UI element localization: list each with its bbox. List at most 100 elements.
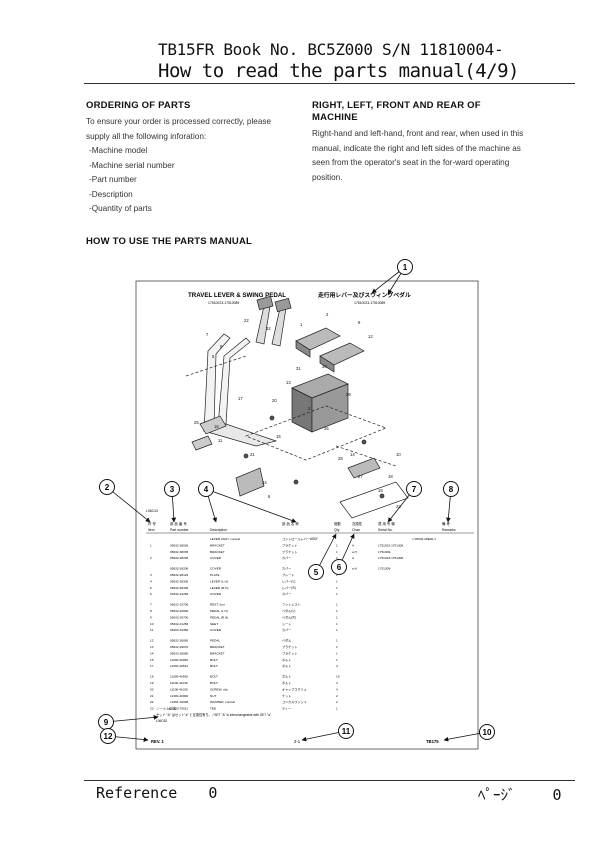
part-label: 1 xyxy=(300,322,303,327)
sample-cell-item: 8 xyxy=(150,609,152,613)
sample-col-en: Chan xyxy=(352,528,360,532)
sample-cell-qty: 1 xyxy=(336,592,338,596)
sample-cell-item: 11 xyxy=(150,628,153,632)
part-label: 30 xyxy=(322,364,327,369)
sample-cell-serial: 1751023-1751308 xyxy=(378,556,403,560)
sample-cell-qty: 1 xyxy=(336,609,338,613)
callout-10: 10 xyxy=(443,724,495,742)
part-label: 19 xyxy=(378,488,383,493)
part-label: 32 xyxy=(266,326,271,331)
footer-reference-label: Reference xyxy=(96,784,178,802)
sample-col-en: Serial No. xyxy=(378,528,393,532)
sample-cell-desc: BOLT xyxy=(210,675,218,679)
footer-reference-value: 0 xyxy=(208,784,218,802)
sample-title: TRAVEL LEVER & SWING PEDAL xyxy=(188,292,286,299)
callout-8: 8 xyxy=(443,481,459,523)
sample-cell-part: 03332-24266 xyxy=(170,592,189,596)
sample-cell-item: 13 xyxy=(150,645,154,649)
callout-number: 11 xyxy=(342,727,351,736)
orientation-body: Right-hand and left-hand, front and rear… xyxy=(312,129,524,182)
part-label: 9 xyxy=(358,320,361,325)
callout-2: 2 xyxy=(99,479,151,523)
sample-cell-desc: BRACKET xyxy=(210,550,225,554)
sample-cell-qty: 2 xyxy=(336,573,338,577)
sample-cell-qty: 19 xyxy=(336,675,340,679)
part-label: 11 xyxy=(218,438,223,443)
callout-circle xyxy=(164,481,180,497)
sample-cell-qty: 1 xyxy=(336,628,338,632)
exploded-view-illustration xyxy=(185,295,409,519)
ordering-item-quantity: -Quantity of parts xyxy=(89,204,152,213)
sample-code: TB175 xyxy=(426,739,439,744)
sample-col-jp: 適 用 号 機 xyxy=(378,521,395,526)
sample-col-jp: 個数 xyxy=(334,521,341,526)
sample-cell-serial: 1751309- xyxy=(378,567,391,571)
callout-leader-arrow xyxy=(105,715,159,723)
part-label: 10 xyxy=(396,452,401,457)
sample-cell-part: 12251-10006 xyxy=(170,700,189,704)
ordering-item-model: -Machine model xyxy=(89,146,148,155)
sample-cell-jp: ペダル(R) xyxy=(282,614,296,619)
sample-cell-jp: ボルト xyxy=(282,680,291,685)
sample-cell-item: 1 xyxy=(150,543,152,547)
sample-cell-desc: NUT xyxy=(210,694,216,698)
sample-cell-desc: LEVER (R.H) xyxy=(210,586,228,590)
footer-reference: Reference 0 xyxy=(96,784,217,802)
sample-cell-qty: 4 xyxy=(336,681,338,685)
sample-cell-item: 5 xyxy=(150,586,152,590)
sample-col-en: Qty. xyxy=(334,528,340,532)
sample-cell-jp: カバー xyxy=(282,555,291,560)
sample-cell-serial: 1751309- xyxy=(378,550,391,554)
sample-cell-part: 15123-70011 xyxy=(170,707,188,711)
sample-cell-serial: 1751023-1751308 xyxy=(378,543,403,547)
sample-cell-item: 2 xyxy=(150,556,152,560)
sample-cell-item: 19 xyxy=(150,681,154,685)
sample-col-en: Part number xyxy=(170,528,190,532)
sample-subtitle-jp: 17510023-17510089 xyxy=(354,301,385,305)
callout-circle xyxy=(308,564,324,580)
sample-cell-desc: PEDAL xyxy=(210,639,220,643)
sample-cell-desc: SCREW, clip xyxy=(210,687,228,691)
callout-number: 3 xyxy=(170,485,175,494)
sample-cell-desc: COVER xyxy=(210,628,222,632)
sample-cell-part: 05332-41256 xyxy=(170,622,189,626)
sample-cell-jp: カバー xyxy=(282,591,291,596)
sample-cell-chan: a,H xyxy=(352,567,357,571)
callout-circle xyxy=(331,559,347,575)
sample-cell-item: 6 xyxy=(150,592,152,596)
sample-cell-jp: コニカルワッシャ xyxy=(282,699,307,704)
sample-cell-part: 11000-40930 xyxy=(170,675,188,679)
sample-col-jp: 部 品 番 号 xyxy=(170,521,187,526)
ordering-item-part-number: -Part number xyxy=(89,175,137,184)
sample-cell-desc: BOLT xyxy=(210,658,218,662)
sample-cell-qty: 2 xyxy=(336,556,338,560)
sample-page-frame xyxy=(135,280,479,750)
sample-cell-item: 9 xyxy=(150,615,152,619)
sample-note-code: L06C62 xyxy=(156,719,167,723)
sample-note-text: セット "A" はセット"a" と互換性有り。 / SET "A" is int… xyxy=(156,712,272,717)
sample-cell-qty: 1 xyxy=(336,639,338,643)
sample-col-en: Remarks xyxy=(442,528,456,532)
sample-cell-jp: コントロールレバーASSY xyxy=(282,537,318,541)
sample-cell-chan: A xyxy=(352,556,355,560)
part-label: 16 xyxy=(214,424,219,429)
callout-circle xyxy=(397,259,413,275)
sample-cell-part: 11100-41016 xyxy=(170,681,188,685)
sample-cell-jp: カバー xyxy=(282,627,291,632)
callout-12: 12 xyxy=(100,728,149,744)
part-label: 6 xyxy=(268,494,271,499)
part-label: 14 xyxy=(350,452,355,457)
orientation-title: RIGHT, LEFT, FRONT AND REAR OF MACHINE xyxy=(312,100,481,123)
sample-cell-qty: 4 xyxy=(336,687,338,691)
callout-circle xyxy=(479,724,495,740)
